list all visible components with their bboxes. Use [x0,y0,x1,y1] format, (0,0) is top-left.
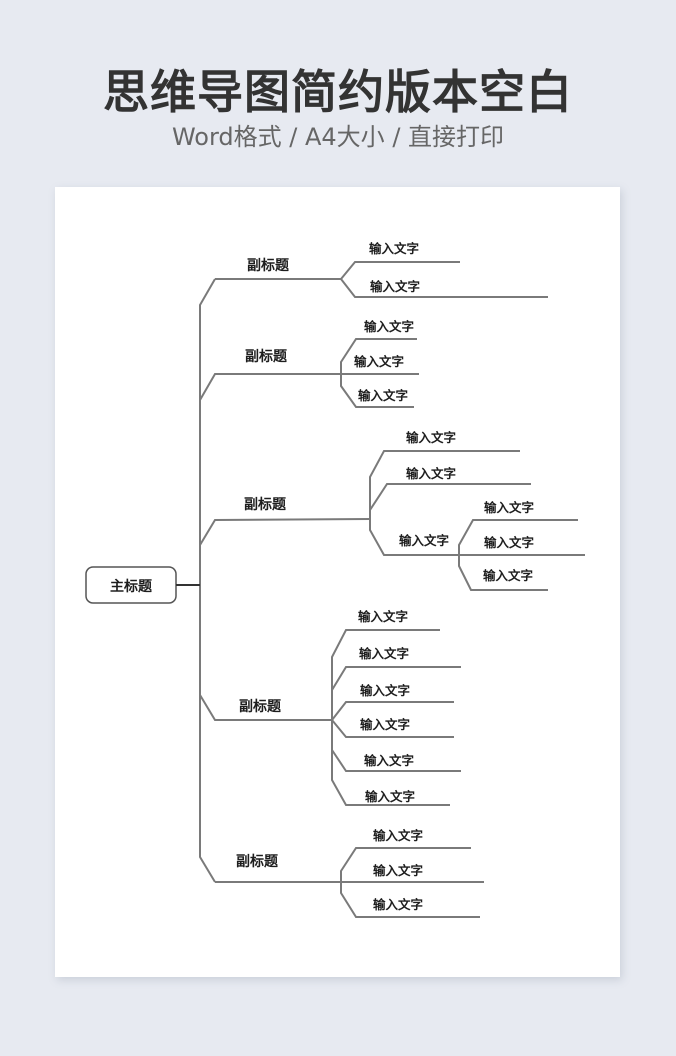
branch-1-label[interactable]: 副标题 [247,257,290,274]
branch-3-sub-child-2[interactable]: 输入文字 [484,535,534,550]
branch-2-line [199,373,419,401]
branch-1-child-2[interactable]: 输入文字 [370,279,420,294]
root-node[interactable]: 主标题 [85,566,177,604]
branch-3-sub-child-1[interactable]: 输入文字 [484,500,534,515]
branch-4-child-3[interactable]: 输入文字 [360,683,410,698]
branch-1-child-1[interactable]: 输入文字 [369,241,419,256]
branch-1: 副标题 输入文字 输入文字 [215,241,548,298]
branch-4-child-1[interactable]: 输入文字 [358,609,408,624]
branch-4-child-line-4 [331,719,454,738]
page-title: 思维导图简约版本空白 [103,65,573,119]
branch-3-child-2[interactable]: 输入文字 [406,466,456,481]
branch-3-label[interactable]: 副标题 [244,496,287,513]
branch-3-child-1[interactable]: 输入文字 [406,430,456,445]
branch-4-child-5[interactable]: 输入文字 [364,753,414,768]
branch-2-fork [340,338,417,408]
branch-2-child-3[interactable]: 输入文字 [358,388,408,403]
branch-5-label[interactable]: 副标题 [236,853,279,870]
root-node-label: 主标题 [110,578,153,595]
branch-5-child-3[interactable]: 输入文字 [373,897,423,912]
branch-4-child-2[interactable]: 输入文字 [359,646,409,661]
branch-4-child-6[interactable]: 输入文字 [365,789,415,804]
branch-4-line [199,694,332,721]
branch-4-label[interactable]: 副标题 [239,698,282,715]
page-subtitle: Word格式 / A4大小 / 直接打印 [171,123,505,151]
branch-4-child-line-2 [331,666,461,691]
branch-2-child-2[interactable]: 输入文字 [354,354,404,369]
branch-5: 副标题 输入文字 输入文字 输入文字 [215,828,484,918]
branch-4-child-line-5 [331,749,461,772]
branch-5-fork [340,847,480,918]
branch-5-child-1[interactable]: 输入文字 [373,828,423,843]
branch-3-fork-mid [369,483,531,511]
branch-4-child-4[interactable]: 输入文字 [360,717,410,732]
branch-3-line [199,518,371,546]
branch-3-child-3[interactable]: 输入文字 [399,533,449,548]
branch-4-child-line-3 [331,701,454,721]
branch-2: 副标题 输入文字 输入文字 输入文字 [199,319,419,408]
branch-3: 副标题 输入文字 输入文字 输入文字 输入文字 输入文字 输入文字 [199,430,585,591]
branch-2-child-1[interactable]: 输入文字 [364,319,414,334]
branch-4: 副标题 输入文字 输入文字 输入文字 输入文字 输入文字 输入文字 [199,609,461,806]
branch-1-fork [339,261,548,298]
main-trunk [199,278,216,883]
branch-3-sub-child-3[interactable]: 输入文字 [483,568,533,583]
branch-2-label[interactable]: 副标题 [245,348,288,365]
branch-3-fork [369,450,585,556]
branch-3-subfork [458,519,578,591]
branch-5-child-2[interactable]: 输入文字 [373,863,423,878]
